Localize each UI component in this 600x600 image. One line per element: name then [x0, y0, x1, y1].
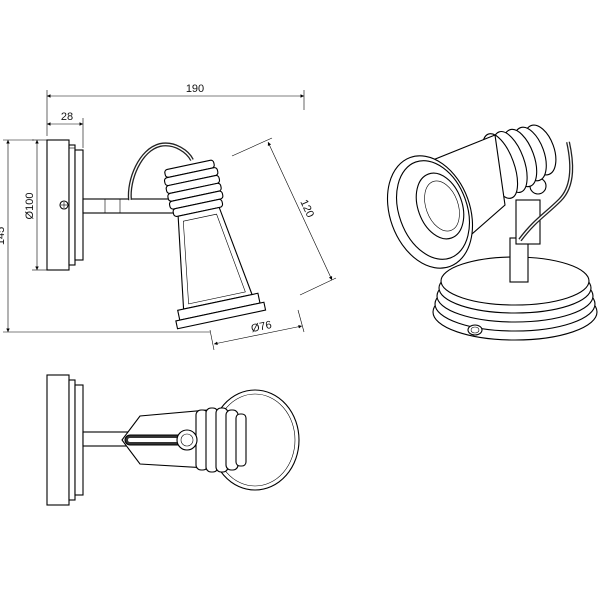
iso-screw-icon: [467, 324, 483, 336]
dim-190: 190: [186, 83, 204, 95]
ribs-top: [195, 407, 247, 473]
dim-28: 28: [61, 111, 73, 123]
dim-d76: Ø76: [250, 319, 273, 335]
dim-145: 145: [0, 227, 7, 245]
top-view: [46, 374, 300, 506]
iso-lamp-opening: [415, 172, 465, 240]
iso-ribs: [481, 124, 557, 199]
spot-head-side: [163, 159, 267, 330]
side-view: 190 28 Ø100 145 120 Ø76: [0, 83, 337, 351]
dim-d100: Ø100: [24, 193, 36, 220]
screw-icon: [59, 200, 69, 210]
iso-stem: [509, 237, 529, 283]
isometric-view: [386, 124, 598, 341]
dim-120: 120: [297, 198, 316, 220]
